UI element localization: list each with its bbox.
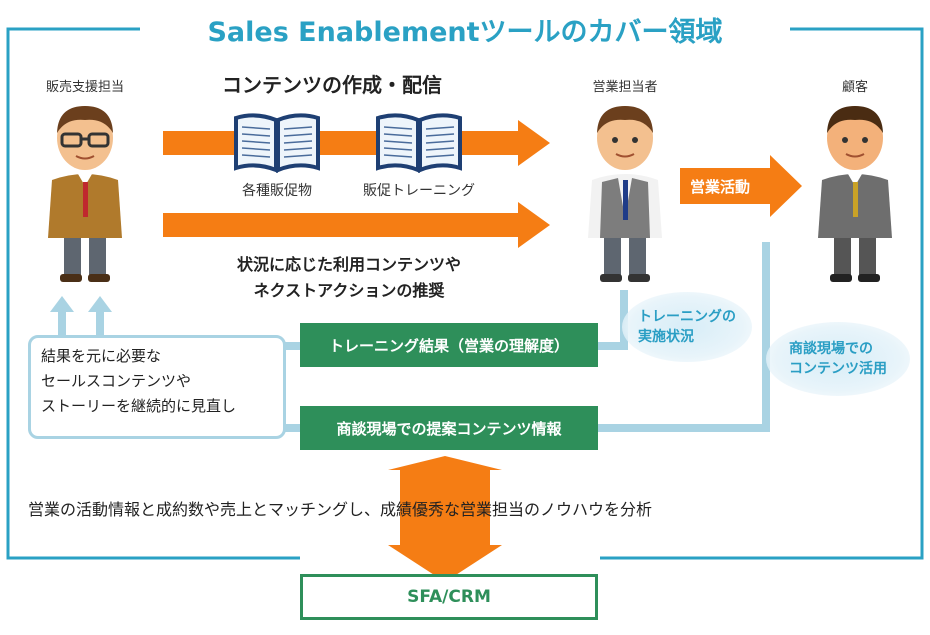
role-label-support: 販売支援担当	[45, 80, 124, 95]
training-status-line1: トレーニングの	[638, 309, 736, 325]
training-status-cloud: トレーニングの 実施状況	[622, 292, 752, 362]
role-label-sales: 営業担当者	[592, 80, 658, 95]
recommendation-text-line1: 状況に応じた利用コンテンツや	[236, 255, 461, 274]
content-flow-heading: コンテンツの作成・配信	[222, 73, 442, 97]
sales-material-book-icon	[234, 113, 320, 173]
support-staff-figure	[48, 106, 122, 282]
content-usage-line2: コンテンツ活用	[789, 361, 887, 377]
sales-rep-figure	[588, 106, 662, 282]
review-note-line3: ストーリーを継続的に見直し	[41, 397, 237, 415]
training-result-box: トレーニング結果（営業の理解度）	[300, 323, 598, 367]
analysis-text: 営業の活動情報と成約数や売上とマッチングし、成績優秀な営業担当のノウハウを分析	[28, 500, 653, 519]
sfa-crm-box: SFA/CRM	[300, 574, 598, 620]
customer-figure	[818, 106, 892, 282]
content-usage-cloud: 商談現場での コンテンツ活用	[766, 322, 910, 396]
content-item-materials: 各種販促物	[242, 183, 312, 199]
recommendation-arrow	[163, 202, 550, 248]
review-note-line2: セールスコンテンツや	[41, 372, 192, 390]
sales-activity-label: 営業活動	[690, 178, 751, 196]
content-item-training: 販促トレーニング	[363, 183, 475, 199]
content-usage-line1: 商談現場での	[789, 341, 873, 357]
recommendation-text-line2: ネクストアクションの推奨	[253, 281, 445, 300]
sales-training-book-icon	[376, 113, 462, 173]
training-status-line2: 実施状況	[638, 329, 694, 345]
sales-activity-arrow	[680, 155, 802, 217]
proposal-info-box: 商談現場での提案コンテンツ情報	[300, 406, 598, 450]
review-note-box: 結果を元に必要な セールスコンテンツや ストーリーを継続的に見直し	[28, 335, 286, 439]
role-label-customer: 顧客	[841, 80, 868, 95]
page-title: Sales Enablementツールのカバー領域	[207, 17, 723, 48]
sfa-double-arrow	[388, 456, 502, 582]
review-note-line1: 結果を元に必要な	[41, 347, 162, 365]
